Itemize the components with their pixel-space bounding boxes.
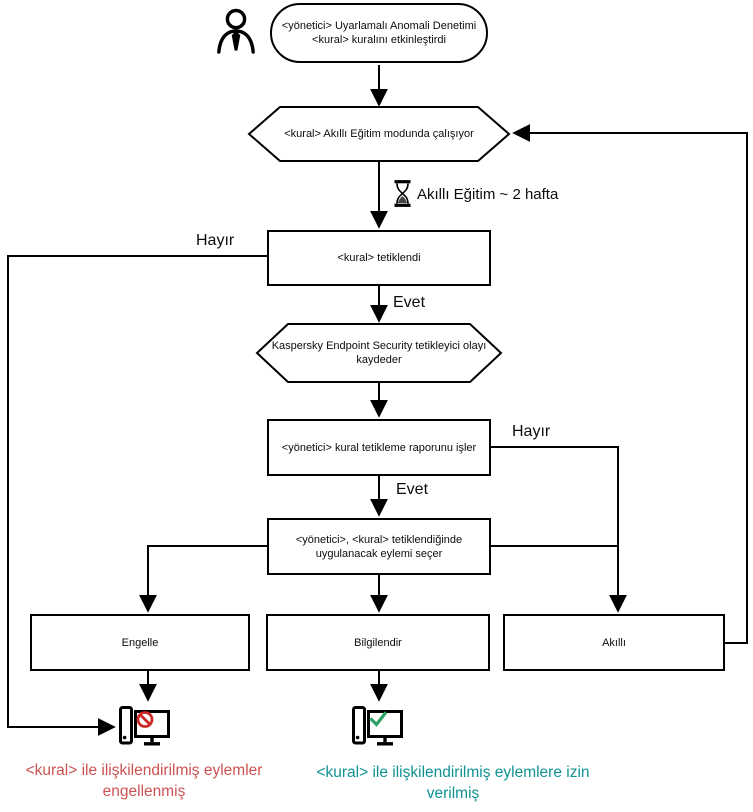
edge-label-no-left: Hayır xyxy=(196,232,235,249)
edge-no-right-to-smart xyxy=(491,446,627,613)
node-select-action-line1: <yönetici>, <kural> tetiklendiğinde xyxy=(295,533,463,546)
node-start-line1: <yönetici> Uyarlamalı Anomali Denetimi xyxy=(281,20,477,32)
checkmark-icon xyxy=(369,711,388,727)
allowed-caption: <kural> ile ilişkilendirilmiş eylemlere … xyxy=(295,762,611,804)
edge-smart-feedback-loop xyxy=(512,124,748,644)
blocked-caption-line2: engellenmiş xyxy=(102,783,186,800)
node-rule-triggered: <kural> tetiklendi xyxy=(267,230,491,286)
edge-label-yes-first: Evet xyxy=(393,294,426,311)
node-select-action-line2: uygulanacak eylemi seçer xyxy=(315,547,443,560)
person-icon xyxy=(215,7,257,55)
hexagon-log-event xyxy=(255,323,503,383)
node-process-report-label: <yönetici> kural tetikleme raporunu işle… xyxy=(281,441,477,454)
training-duration-label: Akıllı Eğitim ~ 2 hafta xyxy=(417,186,559,203)
edge-label-yes-second: Evet xyxy=(396,481,429,498)
allowed-caption-line1: <kural> ile ilişkilendirilmiş eylemlere … xyxy=(316,764,590,781)
hourglass-sand xyxy=(398,196,407,203)
edge-lines xyxy=(7,65,748,736)
hourglass-icon xyxy=(394,180,411,207)
computer-allowed-icon xyxy=(352,706,404,750)
edge-label-no-right: Hayır xyxy=(512,423,551,440)
node-log-event-line1: Kaspersky Endpoint Security tetikleyici … xyxy=(271,340,487,352)
node-rule-triggered-label: <kural> tetiklendi xyxy=(337,252,421,264)
node-action-smart-label: Akıllı xyxy=(602,636,626,649)
node-start-line2: <kural> kuralını etkinleştirdi xyxy=(312,34,446,46)
node-action-block-label: Engelle xyxy=(121,636,159,649)
edge-select-to-block xyxy=(139,545,267,613)
blocked-caption: <kural> ile ilişkilendirilmiş eylemler e… xyxy=(2,760,286,802)
allowed-caption-line2: verilmiş xyxy=(426,785,480,802)
node-training-mode-label: <kural> Akıllı Eğitim modunda çalışıyor xyxy=(284,128,474,140)
edge-no-left-loop xyxy=(7,255,267,736)
node-process-report: <yönetici> kural tetikleme raporunu işle… xyxy=(267,419,491,476)
node-action-block: Engelle xyxy=(30,614,250,671)
blocked-caption-line1: <kural> ile ilişkilendirilmiş eylemler xyxy=(25,762,263,779)
node-select-action: <yönetici>, <kural> tetiklendiğinde uygu… xyxy=(267,518,491,575)
node-log-event: Kaspersky Endpoint Security tetikleyici … xyxy=(257,324,501,382)
hexagon-training-mode xyxy=(247,106,511,162)
computer-blocked-icon xyxy=(119,706,171,750)
prohibition-icon xyxy=(136,711,154,728)
node-action-smart: Akıllı xyxy=(503,614,725,671)
node-action-inform: Bilgilendir xyxy=(266,614,490,671)
node-start: <yönetici> Uyarlamalı Anomali Denetimi <… xyxy=(270,3,488,63)
node-action-inform-label: Bilgilendir xyxy=(354,636,402,649)
node-log-event-line2: kaydeder xyxy=(356,354,402,366)
